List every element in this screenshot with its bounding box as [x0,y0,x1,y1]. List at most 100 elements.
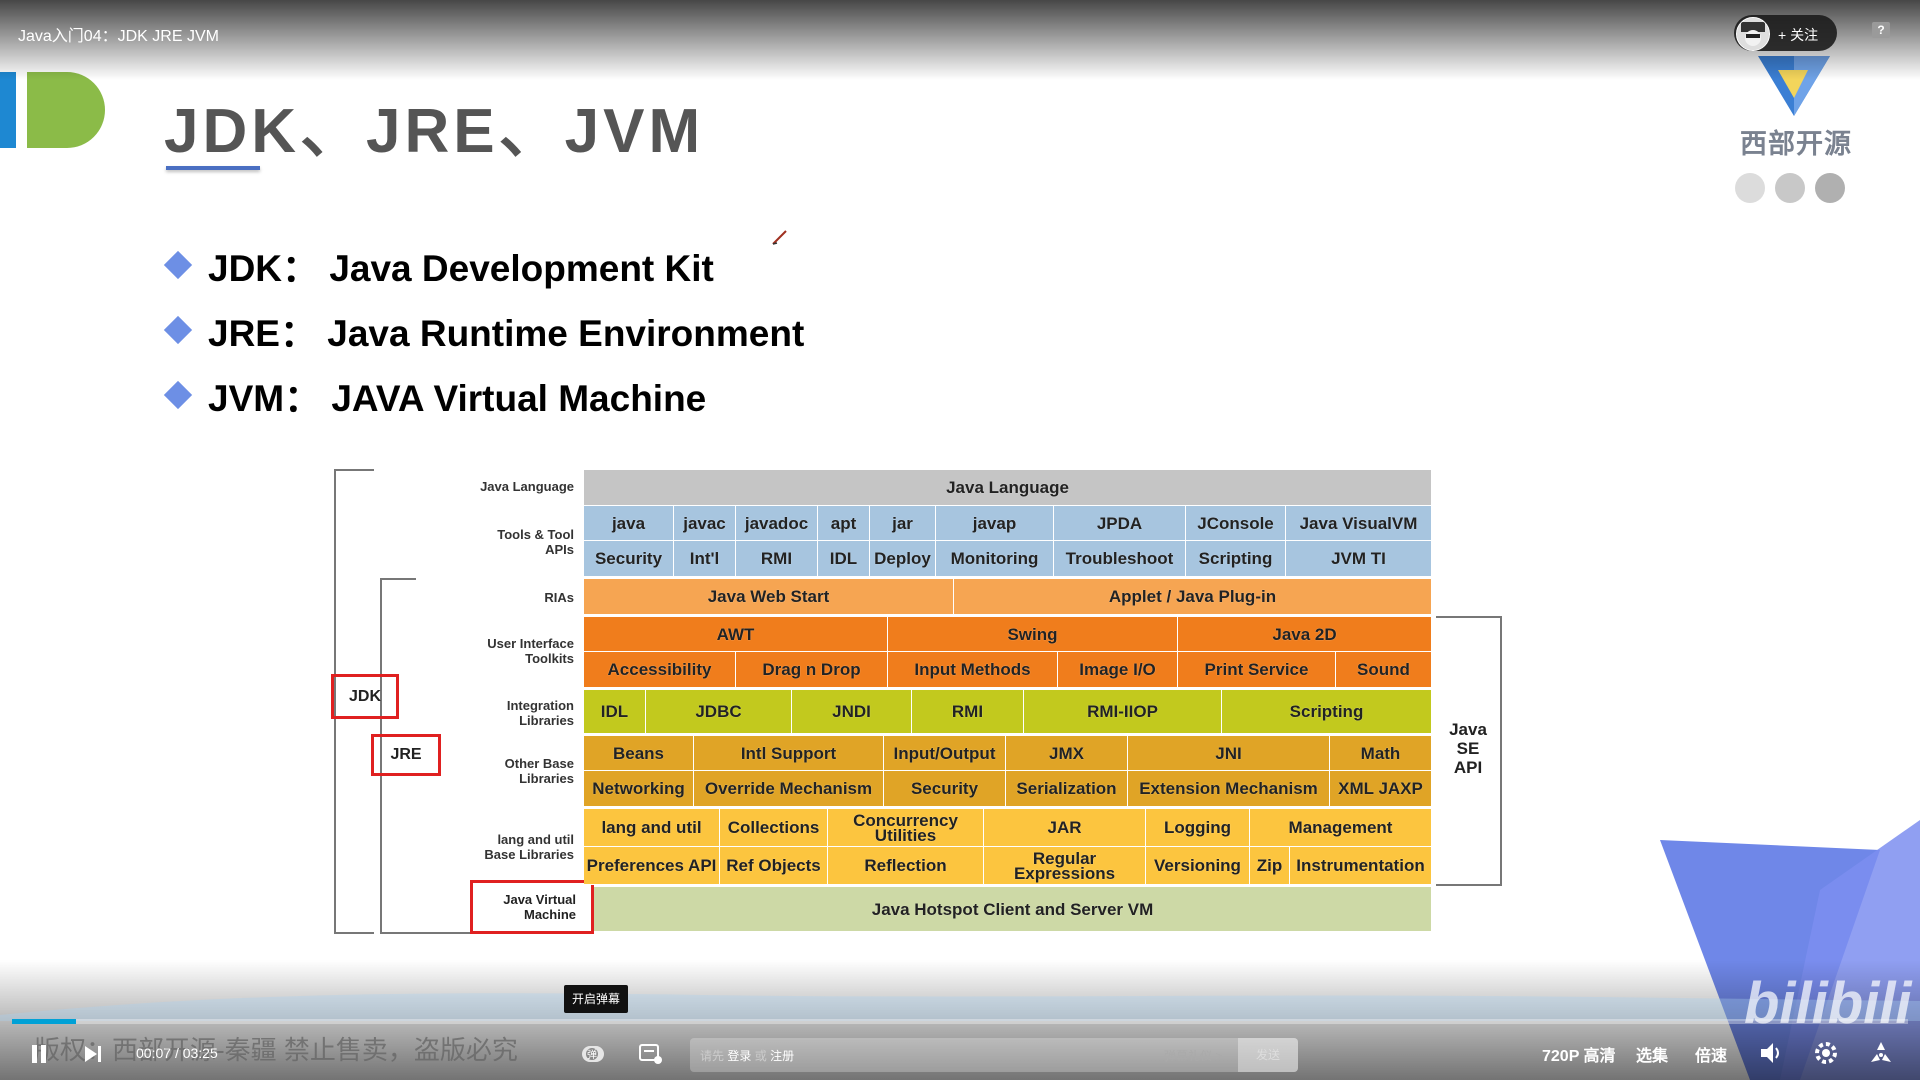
cell-integration: JDBC [646,690,792,734]
cell-integration: IDL [584,690,646,734]
cell-ui-toolkit: Accessibility [584,652,736,688]
uploader-avatar[interactable] [1736,17,1770,51]
progress-bar-played [12,1019,76,1024]
diamond-bullet-icon [163,380,193,410]
brand-name: 西部开源 [1740,129,1852,159]
cell-lang-util: Versioning [1146,847,1250,885]
cell-lang-util: Management [1250,809,1432,847]
cell-tool-api: Deploy [870,541,936,577]
cell-other-base: Intl Support [694,736,884,771]
pause-icon[interactable] [28,1043,50,1065]
java-se-api-label: Java SE API [1449,720,1487,777]
cell-ui-toolkit: Swing [888,617,1178,652]
cell-ui-toolkit: Print Service [1178,652,1336,688]
top-overlay [0,0,1920,80]
cell-ria: Java Web Start [584,579,954,615]
help-button[interactable]: ? [1872,22,1890,38]
cell-lang-util: lang and util [584,809,720,847]
volume-icon[interactable] [1758,1040,1784,1066]
danmaku-toggle-icon[interactable]: 弹 [581,1042,605,1066]
speed-button[interactable]: 倍速 [1695,1048,1728,1065]
gear-icon[interactable] [1813,1040,1839,1066]
cell-ria: Applet / Java Plug-in [954,579,1432,615]
cell-lang-util: Reflection [828,847,984,885]
danmaku-input[interactable] [690,1038,1298,1072]
bullet-jre: JRE： Java Runtime Environment [163,303,804,357]
cell-other-base: Security [884,771,1006,807]
bilibili-logo: bilibili [1744,971,1912,1036]
cell-tool: JConsole [1186,506,1286,541]
slide-title: JDK、JRE、JVM [164,97,705,166]
diamond-bullet-icon [163,315,193,345]
row-label-integration: Integration Libraries [506,698,574,728]
cell-lang-util: Zip [1250,847,1290,885]
fullscreen-icon[interactable] [1868,1040,1894,1066]
progress-bar[interactable] [12,1019,1908,1024]
cell-integration: RMI-IIOP [1024,690,1222,734]
cell-ui-toolkit: Sound [1336,652,1432,688]
login-link[interactable]: 登录 [727,1049,752,1063]
slide-logo-green-d [27,72,105,148]
cell-lang-util: Ref Objects [720,847,828,885]
cell-ui-toolkit: Java 2D [1178,617,1432,652]
cell-lang-util: Regular Expressions [984,847,1146,885]
video-title: Java入门04：JDK JRE JVM [18,28,219,45]
cell-tool: jar [870,506,936,541]
register-link[interactable]: 注册 [770,1049,795,1063]
cell-lang-util: Preferences API [584,847,720,885]
cell-tool: javap [936,506,1054,541]
danmaku-settings-icon[interactable] [638,1042,664,1066]
row-label-lang-util: lang and util Base Libraries [484,832,574,862]
cell-tool: java [584,506,674,541]
time-display: 00:07 / 03:25 [136,1045,218,1061]
cell-other-base: XML JAXP [1330,771,1432,807]
cell-other-base: JMX [1006,736,1128,771]
cell-tool: javadoc [736,506,818,541]
progress-glow-decoration [0,993,1920,1021]
svg-text:弹: 弹 [587,1048,597,1061]
cell-tool-api: Scripting [1186,541,1286,577]
jre-bracket-line [380,578,382,934]
slide-dot-3 [1815,173,1845,203]
diamond-bullet-icon [163,250,193,280]
cell-integration: RMI [912,690,1024,734]
time-current: 00:07 [136,1045,172,1061]
pen-cursor-icon [772,230,787,245]
cell-other-base: Math [1330,736,1432,771]
danmaku-etiquette-link[interactable]: 弹幕礼仪 > [1164,1049,1223,1063]
jvm-label-box: Java Virtual Machine [470,880,594,934]
cell-tool: JPDA [1054,506,1186,541]
cell-tool-api: Int'l [674,541,736,577]
danmaku-tooltip: 开启弹幕 [564,985,628,1013]
cell-other-base: Serialization [1006,771,1128,807]
jdk-label: JDK [331,674,399,719]
cell-tool: javac [674,506,736,541]
cell-other-base: JNI [1128,736,1330,771]
cell-tool: apt [818,506,870,541]
cell-lang-util: Instrumentation [1290,847,1432,885]
follow-label[interactable]: + 关注 [1778,27,1819,43]
cell-ui-toolkit: Drag n Drop [736,652,888,688]
cell-tool-api: RMI [736,541,818,577]
cell-tool-api: IDL [818,541,870,577]
row-label-ui-toolkits: User Interface Toolkits [487,636,574,666]
title-underline [166,166,260,170]
cell-ui-toolkit: Input Methods [888,652,1058,688]
cell-tool-api: JVM TI [1286,541,1432,577]
jdk-bracket-line [334,469,336,934]
cell-java-language: Java Language [584,470,1432,506]
next-icon[interactable] [82,1044,104,1064]
cell-lang-util: Logging [1146,809,1250,847]
send-danmaku-button[interactable]: 发送 [1238,1038,1298,1072]
quality-selector[interactable]: 720P 高清 [1542,1048,1616,1065]
time-total: 03:25 [182,1045,218,1061]
cell-integration: JNDI [792,690,912,734]
episodes-button[interactable]: 选集 [1636,1048,1669,1065]
cell-tool-api: Troubleshoot [1054,541,1186,577]
cell-lang-util: JAR [984,809,1146,847]
cell-integration: Scripting [1222,690,1432,734]
cell-jvm: Java Hotspot Client and Server VM [594,887,1432,932]
cell-other-base: Networking [584,771,694,807]
danmaku-placeholder: 请先 登录 或 注册 [700,1049,795,1063]
jre-label: JRE [371,734,441,776]
